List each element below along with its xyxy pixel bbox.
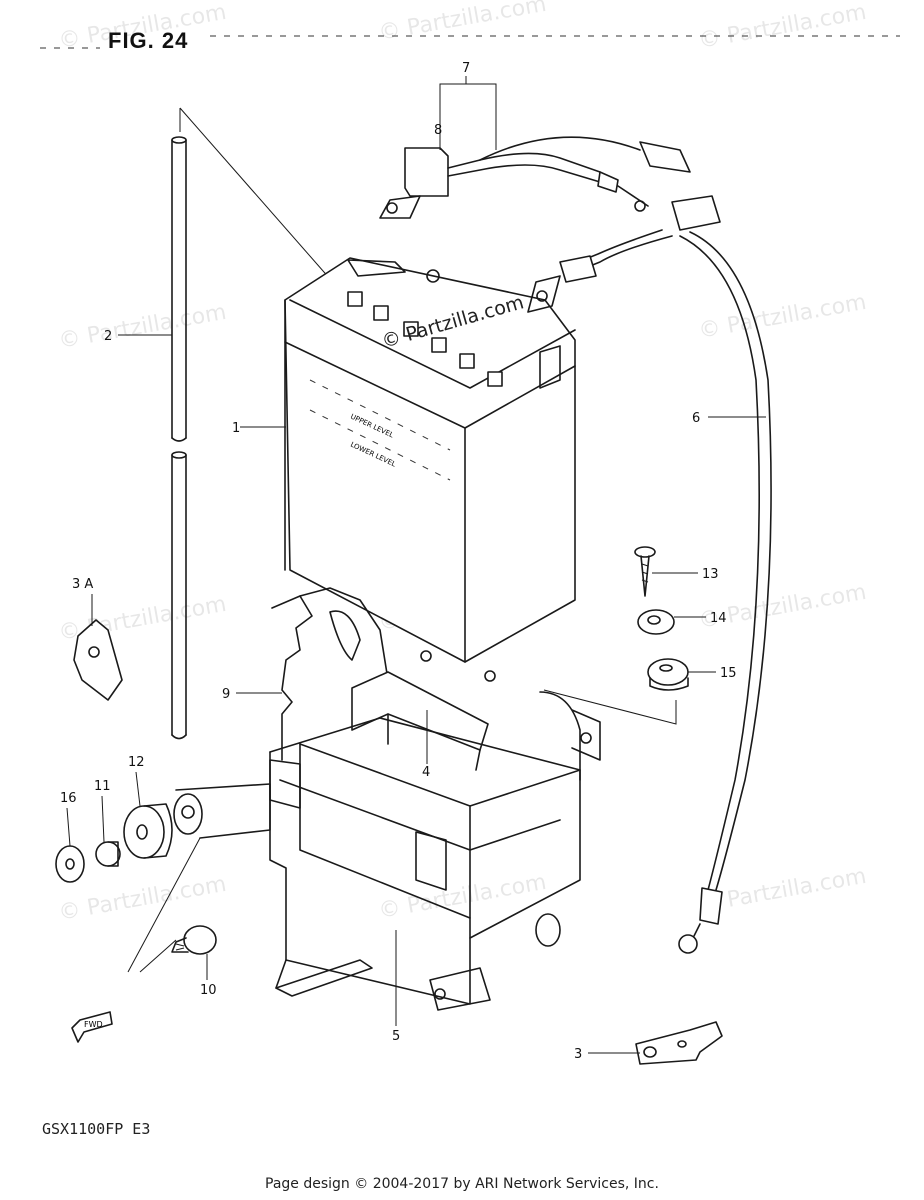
watermark: © Partzilla.com bbox=[57, 872, 229, 926]
callout-2: 2 bbox=[104, 329, 112, 344]
callout-3a: 3 A bbox=[72, 577, 93, 592]
watermark: © Partzilla.com bbox=[697, 290, 869, 344]
fwd-arrow-icon: FWD bbox=[71, 1011, 113, 1043]
callout-14: 14 bbox=[710, 611, 727, 626]
callout-9: 9 bbox=[222, 687, 230, 702]
header-rule bbox=[40, 35, 900, 49]
clamp bbox=[73, 619, 123, 701]
battery-case bbox=[173, 691, 601, 1011]
callouts: 1 2 3 3 A 4 5 6 7 8 9 10 11 12 13 14 15 bbox=[60, 61, 766, 1062]
callout-7: 7 bbox=[462, 61, 470, 76]
callout-11: 11 bbox=[94, 779, 111, 794]
fwd-label: FWD bbox=[84, 1020, 103, 1029]
model-code: GSX1100FP E3 bbox=[42, 1120, 151, 1138]
mount-hardware-left bbox=[55, 803, 173, 883]
mount-hardware-right bbox=[543, 546, 689, 725]
battery-holder-plate bbox=[271, 587, 496, 761]
bolt bbox=[127, 837, 217, 973]
watermark: © Partzilla.com bbox=[697, 864, 869, 918]
callout-10: 10 bbox=[200, 983, 217, 998]
callout-13: 13 bbox=[702, 567, 719, 582]
callout-15: 15 bbox=[720, 666, 737, 681]
figure-title: FIG. 24 bbox=[108, 28, 189, 53]
watermark: © Partzilla.com bbox=[57, 300, 229, 354]
negative-cable bbox=[527, 195, 772, 954]
callout-12: 12 bbox=[128, 755, 145, 770]
starter-relay-lead bbox=[379, 83, 691, 219]
callout-16: 16 bbox=[60, 791, 77, 806]
callout-4: 4 bbox=[422, 765, 430, 780]
battery-band bbox=[351, 671, 489, 771]
watermark: © Partzilla.com bbox=[697, 0, 869, 54]
callout-5: 5 bbox=[392, 1029, 400, 1044]
page-footer: Page design © 2004-2017 by ARI Network S… bbox=[265, 1176, 659, 1192]
callout-8: 8 bbox=[434, 123, 442, 138]
callout-6: 6 bbox=[692, 411, 700, 426]
watermark: © Partzilla.com bbox=[377, 0, 549, 46]
bracket bbox=[635, 1021, 723, 1065]
battery: UPPER LEVEL LOWER LEVEL bbox=[284, 257, 576, 663]
breather-tube bbox=[171, 107, 339, 740]
callout-3: 3 bbox=[574, 1047, 582, 1062]
callout-1: 1 bbox=[232, 421, 240, 436]
